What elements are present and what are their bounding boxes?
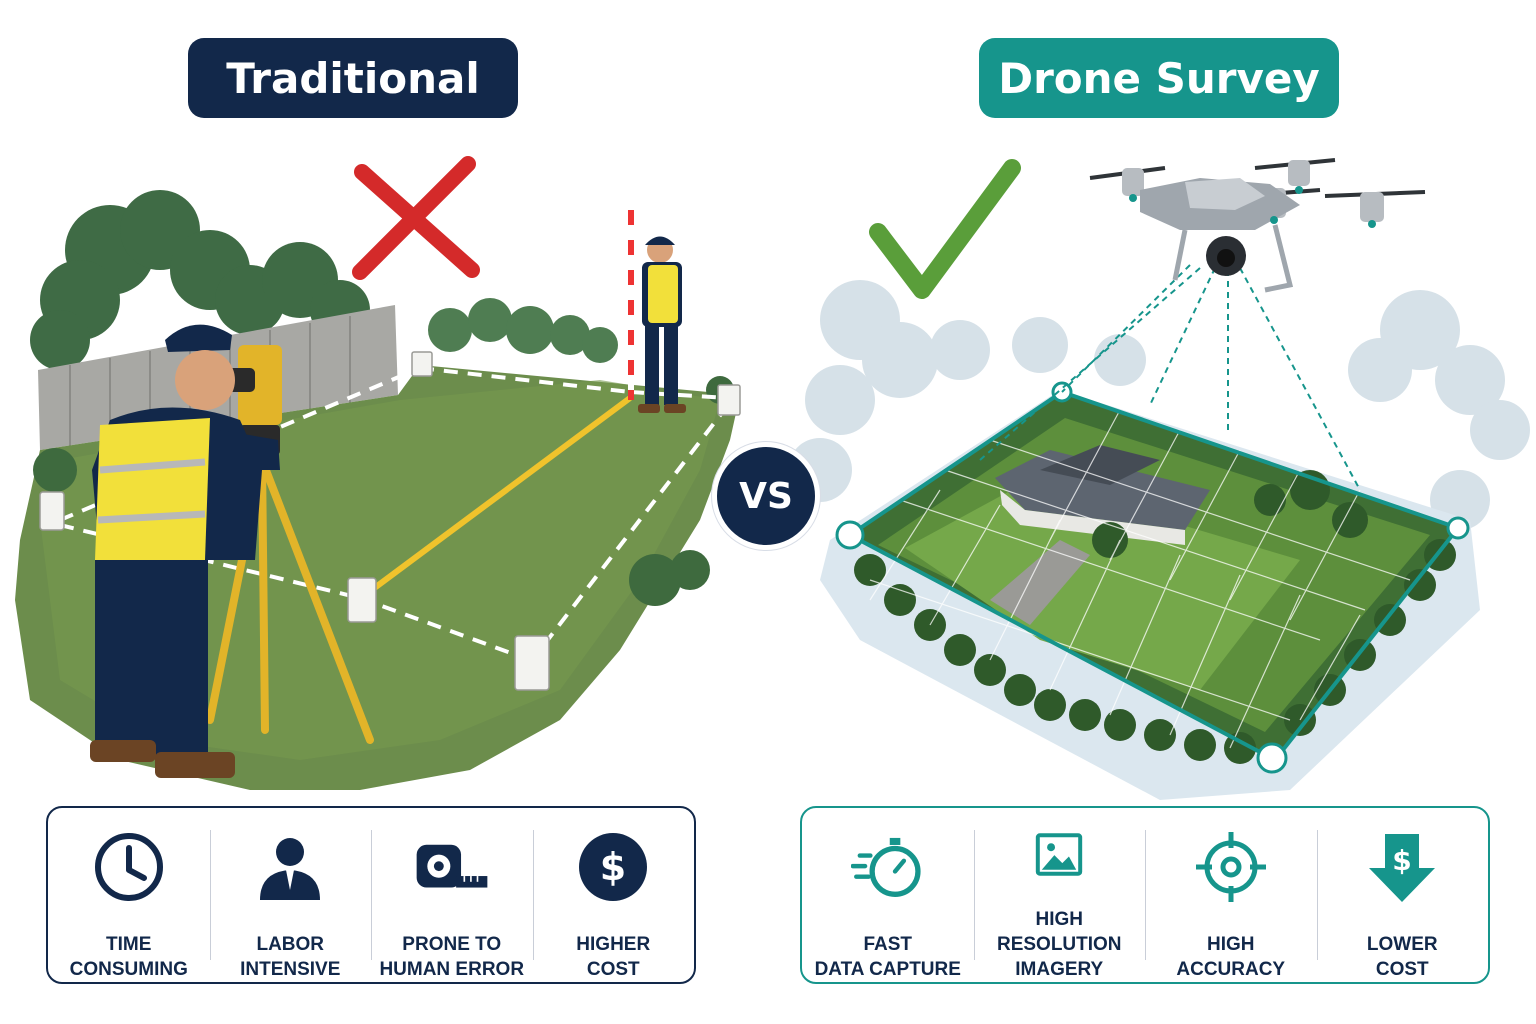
svg-text:$: $: [600, 845, 626, 889]
cross-icon: [352, 156, 480, 280]
feature-lower-cost: $ LOWER COST: [1316, 808, 1489, 982]
feature-label: FAST DATA CAPTURE: [814, 934, 961, 980]
feature-label: LABOR INTENSIVE: [240, 934, 341, 980]
dollar-down-arrow-icon: $: [1369, 834, 1436, 902]
feature-prone-to-error: PRONE TO HUMAN ERROR: [371, 808, 533, 982]
rod-worker: [628, 210, 686, 413]
worker-icon: [260, 838, 321, 900]
surveyor: [90, 324, 374, 778]
stopwatch-icon: [850, 837, 921, 897]
dollar-coin-icon: $: [579, 833, 648, 901]
feature-high-resolution-imagery: HIGH RESOLUTION IMAGERY: [973, 808, 1146, 982]
vs-badge: VS: [712, 442, 820, 550]
traditional-title: Traditional: [188, 38, 518, 118]
house: [995, 445, 1210, 545]
drone: [1089, 158, 1426, 293]
feature-higher-cost: $ HIGHER COST: [532, 808, 695, 982]
feature-fast-data-capture: FAST DATA CAPTURE: [802, 808, 974, 982]
feature-high-accuracy: HIGH ACCURACY: [1145, 808, 1317, 982]
traditional-features-panel: TIME CONSUMING LABOR INTENSIVE PRONE TO …: [46, 806, 696, 984]
feature-label: HIGHER COST: [576, 934, 651, 980]
check-icon: [869, 159, 1021, 299]
tape-measure-icon: [416, 844, 488, 888]
feature-label: HIGH ACCURACY: [1176, 934, 1286, 980]
drone-survey-title: Drone Survey: [979, 38, 1339, 118]
feature-label: HIGH RESOLUTION IMAGERY: [996, 909, 1122, 980]
feature-label: LOWER COST: [1366, 934, 1438, 980]
crosshair-icon: [1195, 832, 1266, 902]
image-icon: [1036, 833, 1083, 876]
clock-icon: [94, 833, 163, 901]
svg-text:$: $: [1393, 844, 1412, 877]
feature-time-consuming: TIME CONSUMING: [48, 808, 210, 982]
feature-label: PRONE TO HUMAN ERROR: [379, 934, 525, 980]
feature-labor-intensive: LABOR INTENSIVE: [209, 808, 372, 982]
feature-label: TIME CONSUMING: [69, 934, 188, 980]
drone-features-panel: FAST DATA CAPTURE HIGH RESOLUTION IMAGER…: [800, 806, 1490, 984]
drone-scene: [788, 158, 1530, 800]
traditional-scene: [15, 156, 741, 790]
